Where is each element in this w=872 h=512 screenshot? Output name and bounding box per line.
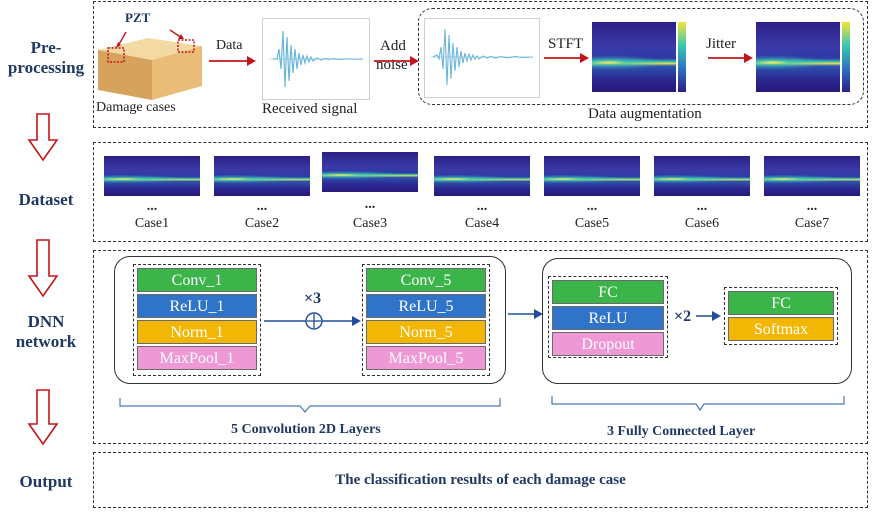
damage-case-box-illustration (98, 29, 202, 100)
output-text: The classification results of each damag… (335, 472, 626, 488)
case5-label: Case5 (574, 216, 610, 231)
dnn-panel (93, 250, 868, 444)
conv-block-5 (362, 264, 490, 376)
norm-5-layer: Norm_5 (366, 320, 486, 344)
case6-label: Case6 (684, 216, 720, 231)
fc-block-repeat (548, 276, 668, 358)
case7-label: Case7 (794, 216, 830, 231)
relu-1-layer: ReLU_1 (137, 294, 257, 318)
pzt-label: PZT (125, 10, 151, 25)
softmax-layer: Softmax (728, 317, 834, 341)
output-panel (93, 452, 868, 508)
noisy-waveform-icon (431, 28, 534, 86)
down-arrow-icon (27, 389, 59, 446)
case3-spectrogram (322, 152, 418, 192)
fc-layer: FC (552, 280, 664, 304)
stage-label-dnn: DNN network (0, 312, 92, 352)
case4-spectrogram (434, 156, 530, 196)
stage-label-preprocessing-line1: Pre- (30, 38, 62, 57)
fc-block-container (542, 258, 852, 384)
conv-block-container (114, 256, 506, 384)
conv-caption: 5 Convolution 2D Layers (231, 422, 381, 437)
fc-caption-brace (551, 396, 845, 412)
case2-label: Case2 (244, 216, 280, 231)
add-noise-arrow-icon (374, 56, 419, 66)
case7-ellipsis: ... (806, 199, 818, 214)
conv-caption-brace (119, 398, 501, 413)
conv-to-fc-arrow-icon (508, 309, 543, 319)
stage-label-output: Output (19, 472, 73, 491)
final-fc-block (724, 287, 838, 345)
case6-spectrogram (654, 156, 750, 196)
norm-1-layer: Norm_1 (137, 320, 257, 344)
final-fc-layer: FC (728, 291, 834, 315)
conv-block-1 (133, 264, 261, 376)
case3-ellipsis: ... (364, 197, 376, 212)
damage-cases-label: Damage cases (96, 100, 176, 115)
stage-label-preprocessing: Pre- processing (0, 38, 92, 78)
jitter-colorbar (842, 22, 850, 92)
received-signal-plot (262, 18, 370, 100)
case4-ellipsis: ... (476, 199, 488, 214)
case2-ellipsis: ... (256, 199, 268, 214)
data-arrow-icon (209, 56, 256, 66)
preprocessing-panel (93, 1, 868, 128)
case4-label: Case4 (464, 216, 500, 231)
stft-spectrogram (592, 22, 676, 92)
stft-label: STFT (548, 36, 584, 52)
stft-arrow-icon (544, 53, 589, 63)
conv-5-layer: Conv_5 (366, 268, 486, 292)
fc-repeat-arrow-icon (696, 311, 721, 321)
stft-colorbar (678, 22, 686, 92)
data-augmentation-panel (418, 8, 864, 105)
stage-flow-arrows (27, 113, 59, 446)
case2-spectrogram (214, 156, 310, 196)
fc-repeat-label: ×2 (674, 308, 692, 325)
dropout-layer: Dropout (552, 332, 664, 356)
fc-caption: 3 Fully Connected Layer (607, 424, 756, 439)
add-noise-label-line1: Add (380, 38, 406, 54)
conv-repeat-arrow-icon (264, 312, 361, 330)
jitter-label: Jitter (706, 36, 736, 52)
case1-label: Case1 (134, 216, 170, 231)
fc-relu-layer: ReLU (552, 306, 664, 330)
conv-1-layer: Conv_1 (137, 268, 257, 292)
case7-spectrogram (764, 156, 860, 196)
dataset-panel (93, 142, 868, 242)
jitter-arrow-icon (708, 53, 753, 63)
pzt-sensor-right-icon (177, 39, 195, 53)
maxpool-5-layer: MaxPool_5 (366, 346, 486, 370)
case5-ellipsis: ... (586, 199, 598, 214)
case6-ellipsis: ... (696, 199, 708, 214)
stage-label-dnn-line2: network (15, 332, 77, 351)
stage-label-preprocessing-line2: processing (7, 58, 85, 77)
case3-label: Case3 (352, 216, 388, 231)
data-augmentation-label: Data augmentation (588, 106, 702, 122)
down-arrow-icon (27, 113, 59, 162)
case1-ellipsis: ... (146, 199, 158, 214)
noisy-signal-plot (424, 18, 540, 98)
data-arrow-label: Data (216, 38, 243, 53)
signal-waveform-icon (269, 30, 364, 88)
maxpool-1-layer: MaxPool_1 (137, 346, 257, 370)
conv-repeat-label: ×3 (304, 290, 322, 307)
stage-label-dnn-line1: DNN (27, 312, 65, 331)
received-signal-label: Received signal (262, 101, 358, 117)
down-arrow-icon (27, 239, 59, 298)
case1-spectrogram (104, 156, 200, 196)
relu-5-layer: ReLU_5 (366, 294, 486, 318)
case5-spectrogram (544, 156, 640, 196)
jitter-spectrogram (756, 22, 840, 92)
stage-label-dataset: Dataset (18, 190, 74, 209)
